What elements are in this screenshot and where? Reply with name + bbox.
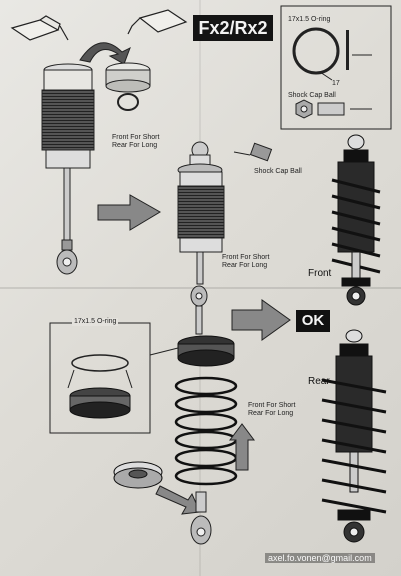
shock-body-step2: [177, 141, 225, 285]
curved-arrow: [79, 42, 131, 65]
arrow-right-1: [97, 194, 161, 231]
shaft-end-bottom: [190, 491, 212, 545]
inset-collar: [69, 387, 131, 419]
o-ring-label: 17x1.5 O-ring: [288, 16, 331, 23]
front-label: Front: [308, 268, 332, 279]
photo-credit-email: axel.fo.vonen@gmail.com: [265, 553, 375, 563]
front-rear-label-3: Front For Short Rear For Long: [248, 402, 296, 417]
rear-label: Rear: [308, 376, 330, 387]
shock-cap: [105, 62, 151, 111]
cap-ball-part: [233, 142, 273, 162]
arrow-right-ok: [231, 299, 291, 341]
shock-body-step1: [41, 63, 95, 275]
assembled-shock-rear: [321, 329, 387, 543]
o-ring-box: [280, 5, 392, 130]
shock-cap-ball-label-top: Shock Cap Ball: [288, 92, 336, 99]
front-rear-label-2: Front For Short Rear For Long: [222, 254, 270, 269]
shock-cap-ball-label-mid: Shock Cap Ball: [254, 168, 302, 175]
shock-cap-ball-icon: [295, 99, 372, 119]
o-ring-inset-label: 17x1.5 O-ring: [72, 318, 119, 326]
spring: [174, 376, 238, 486]
model-title: Fx2/Rx2: [193, 15, 273, 41]
ok-badge: OK: [296, 310, 330, 332]
o-ring-number: 17: [332, 80, 340, 87]
spring-collar: [177, 335, 235, 367]
arrow-up: [229, 423, 255, 471]
arrow-diagonal: [155, 485, 201, 515]
oil-bottle-right: [127, 9, 188, 35]
o-ring-circle: [292, 27, 340, 75]
spring-retainer: [113, 461, 163, 489]
inset-o-ring: [71, 354, 129, 372]
assembled-shock-front: [331, 134, 381, 306]
oil-bottle-left: [10, 15, 69, 41]
shock-shaft-step3: [190, 285, 208, 335]
front-rear-label-1: Front For Short Rear For Long: [112, 134, 160, 149]
